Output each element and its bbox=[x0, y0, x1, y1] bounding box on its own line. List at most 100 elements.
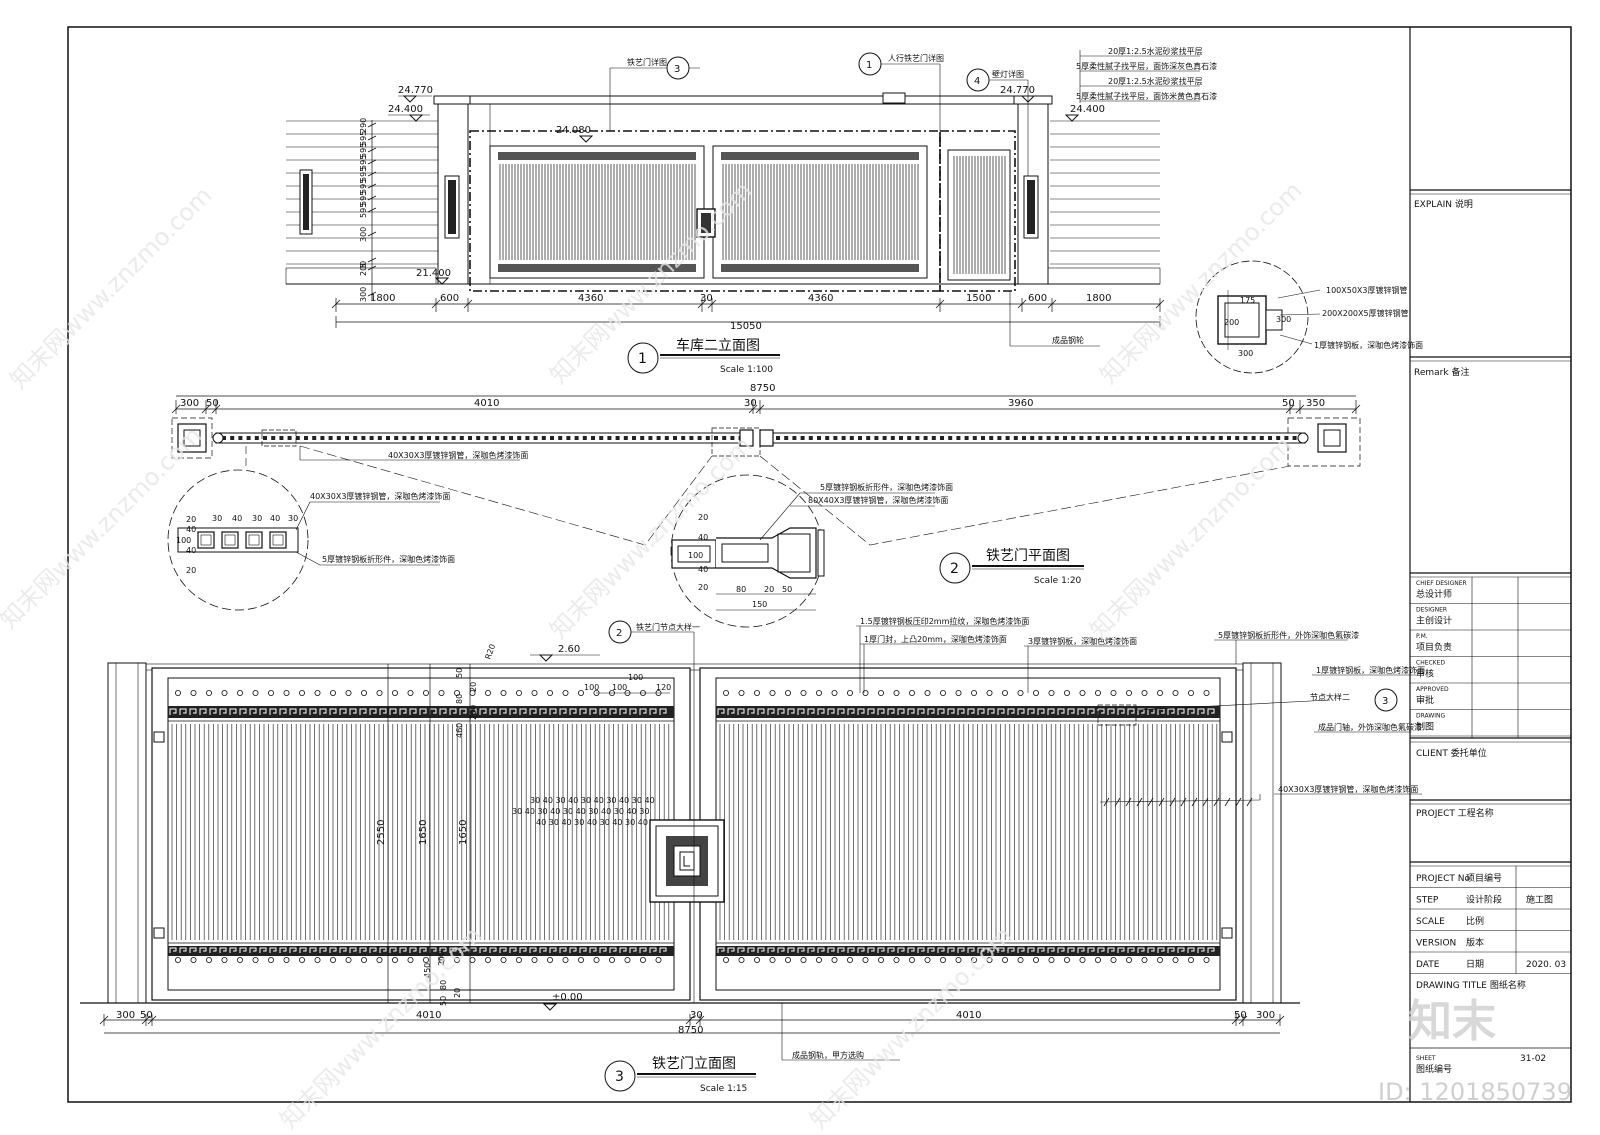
info-row-label-cn: 版本 bbox=[1466, 937, 1484, 949]
level-mark: ±0.00 bbox=[552, 992, 583, 1003]
info-row-label-en: STEP bbox=[1416, 896, 1439, 906]
plan-dim: 50 bbox=[206, 398, 219, 409]
role-label-en: DRAWING bbox=[1416, 713, 1446, 720]
wall-finish-note: 20厚1:2.5水泥砂浆找平层 bbox=[1108, 76, 1203, 86]
info-row-label-cn: 设计阶段 bbox=[1466, 894, 1502, 906]
gate-dim: 30 bbox=[690, 1010, 703, 1021]
drawing-title-label: DRAWING TITLE 图纸名称 bbox=[1416, 979, 1526, 991]
role-label-en: DESIGNER bbox=[1416, 607, 1447, 614]
watermark: 知末网www.znzmo.com bbox=[4, 181, 217, 394]
client-label: CLIENT 委托单位 bbox=[1416, 747, 1487, 759]
info-row-label-en: PROJECT No bbox=[1416, 874, 1470, 884]
stacked-dim: 80 bbox=[455, 694, 464, 704]
detail-b-note: 5厚镀锌钢板折形件，深咖色烤漆饰面 bbox=[820, 482, 953, 492]
detail-note: 100X50X3厚镀锌钢管 bbox=[1326, 285, 1408, 295]
horizontal-dim: 1800 bbox=[1086, 293, 1111, 304]
vertical-dim: 595 bbox=[359, 131, 368, 146]
svg-text:100: 100 bbox=[584, 683, 599, 692]
slat-dims: 30 40 30 40 30 40 30 40 30 40 30 bbox=[512, 807, 649, 816]
wall-finish-note: 5厚柔性腻子找平层，面饰米黄色真石漆 bbox=[1076, 91, 1217, 101]
top-spacing-dims: 100 100 100 120 bbox=[584, 673, 671, 692]
horizontal-dim: 30 bbox=[700, 293, 713, 304]
view-title: 铁艺门立面图 bbox=[652, 1056, 736, 1072]
detail-a-note: 40X30X3厚镀锌钢管，深咖色烤漆饰面 bbox=[310, 491, 450, 501]
detail-dim: 200 bbox=[1224, 318, 1239, 327]
svg-text:40: 40 bbox=[232, 514, 242, 523]
title-block: EXPLAIN 说明 Remark 备注 CHIEF DESIGNER总设计师D… bbox=[1409, 27, 1571, 1102]
sheet-label-cn: 图纸编号 bbox=[1416, 1063, 1452, 1075]
plan-dim: 3960 bbox=[1008, 398, 1033, 409]
detail-a-top-dims: 30 40 30 40 30 bbox=[212, 514, 298, 523]
node-detail-label: 铁艺门节点大样一 bbox=[636, 622, 700, 632]
detail-note: 1厚镀锌钢板，深咖色烤漆饰面 bbox=[1314, 340, 1423, 350]
vertical-dim: 595 bbox=[359, 167, 368, 182]
vertical-dim: 595 bbox=[359, 179, 368, 194]
role-label-cn: 总设计师 bbox=[1416, 588, 1452, 600]
role-label-cn: 审批 bbox=[1416, 694, 1434, 706]
plan-dim: 30 bbox=[744, 398, 757, 409]
plan-dim: 4010 bbox=[474, 398, 499, 409]
detail-dim: 175 bbox=[1240, 296, 1255, 305]
gate-note: 5厚镀锌钢板折形件，外饰深咖色氟碳漆 bbox=[1218, 630, 1359, 640]
product-rail-label: 成品钢轨，甲方选购 bbox=[792, 1050, 864, 1060]
detail-a-note: 5厚镀锌钢板折形件，深咖色烤漆饰面 bbox=[322, 554, 455, 564]
watermark-logo: 知末 bbox=[1408, 996, 1496, 1047]
svg-text:20: 20 bbox=[186, 515, 196, 524]
vertical-dim: 1650 bbox=[458, 820, 469, 845]
gate-dim: 50 bbox=[140, 1010, 153, 1021]
gate-dim: 300 bbox=[1256, 1010, 1275, 1021]
vertical-dim: 595 bbox=[359, 203, 368, 218]
watermark-id: ID: 1201850739 bbox=[1378, 1078, 1572, 1106]
horizontal-dim: 600 bbox=[440, 293, 459, 304]
svg-text:50: 50 bbox=[782, 585, 792, 594]
svg-text:40: 40 bbox=[698, 565, 708, 574]
level-mark: 2.60 bbox=[558, 644, 580, 655]
view-number: 3 bbox=[615, 1069, 624, 1085]
slat-dims: 40 30 40 30 40 30 40 30 40 bbox=[536, 818, 648, 827]
gate-note: 1.5厚镀锌钢板压印2mm拉纹，深咖色烤漆饰面 bbox=[860, 616, 1029, 626]
vertical-dim: 290 bbox=[359, 118, 368, 133]
sheet-label-en: SHEET bbox=[1416, 1055, 1436, 1062]
view-scale: Scale 1:20 bbox=[1034, 576, 1082, 586]
svg-text:100: 100 bbox=[612, 683, 627, 692]
info-row-label-cn: 项目编号 bbox=[1466, 872, 1502, 884]
horizontal-dim: 1500 bbox=[966, 293, 991, 304]
stacked-dim: 20 bbox=[469, 682, 478, 692]
iron-gate-detail-label: 铁艺门详图 bbox=[627, 57, 667, 67]
detail-b-left-dims: 20 40 100 40 20 bbox=[688, 513, 708, 592]
detail-bubble-number: 1 bbox=[866, 60, 872, 71]
gate-note: 成品门轴，外饰深咖色氟碳漆 bbox=[1318, 722, 1422, 732]
view-scale: Scale 1:15 bbox=[700, 1084, 747, 1094]
vertical-dim: 300 bbox=[359, 227, 368, 242]
level-mark: 24.770 bbox=[1000, 85, 1035, 96]
detail-bubble-number: 4 bbox=[974, 76, 980, 87]
role-label-cn: 项目负责 bbox=[1416, 641, 1452, 653]
explain-label: EXPLAIN 说明 bbox=[1414, 198, 1473, 210]
slat-dims: 30 40 30 40 30 40 30 40 30 40 bbox=[530, 796, 655, 805]
detail-b-bottom-dims: 80 20 50 bbox=[736, 585, 792, 594]
gate-dim: 300 bbox=[116, 1010, 135, 1021]
horizontal-dim: 600 bbox=[1028, 293, 1047, 304]
vertical-dim: 300 bbox=[359, 287, 368, 302]
garage-elevation-view: 24.770 24.400 24.080 21.400 24.770 24.40… bbox=[285, 46, 1217, 375]
detail-b-total: 150 bbox=[752, 600, 767, 609]
garage-notes: 20厚1:2.5水泥砂浆找平层5厚柔性腻子找平层，面饰深灰色真石漆20厚1:2.… bbox=[1076, 46, 1217, 102]
pedestrian-gate-detail-label: 人行铁艺门详图 bbox=[888, 53, 944, 63]
level-mark: 24.770 bbox=[398, 85, 433, 96]
stacked-dim: 80 bbox=[439, 980, 448, 990]
svg-text:120: 120 bbox=[656, 683, 671, 692]
gate-total-dim: 8750 bbox=[678, 1025, 703, 1036]
view-scale: Scale 1:100 bbox=[720, 365, 773, 375]
svg-text:100: 100 bbox=[176, 536, 191, 545]
svg-text:100: 100 bbox=[688, 551, 703, 560]
svg-text:20: 20 bbox=[698, 513, 708, 522]
info-row-label-cn: 日期 bbox=[1466, 959, 1484, 970]
vertical-dim: 2550 bbox=[376, 820, 387, 845]
